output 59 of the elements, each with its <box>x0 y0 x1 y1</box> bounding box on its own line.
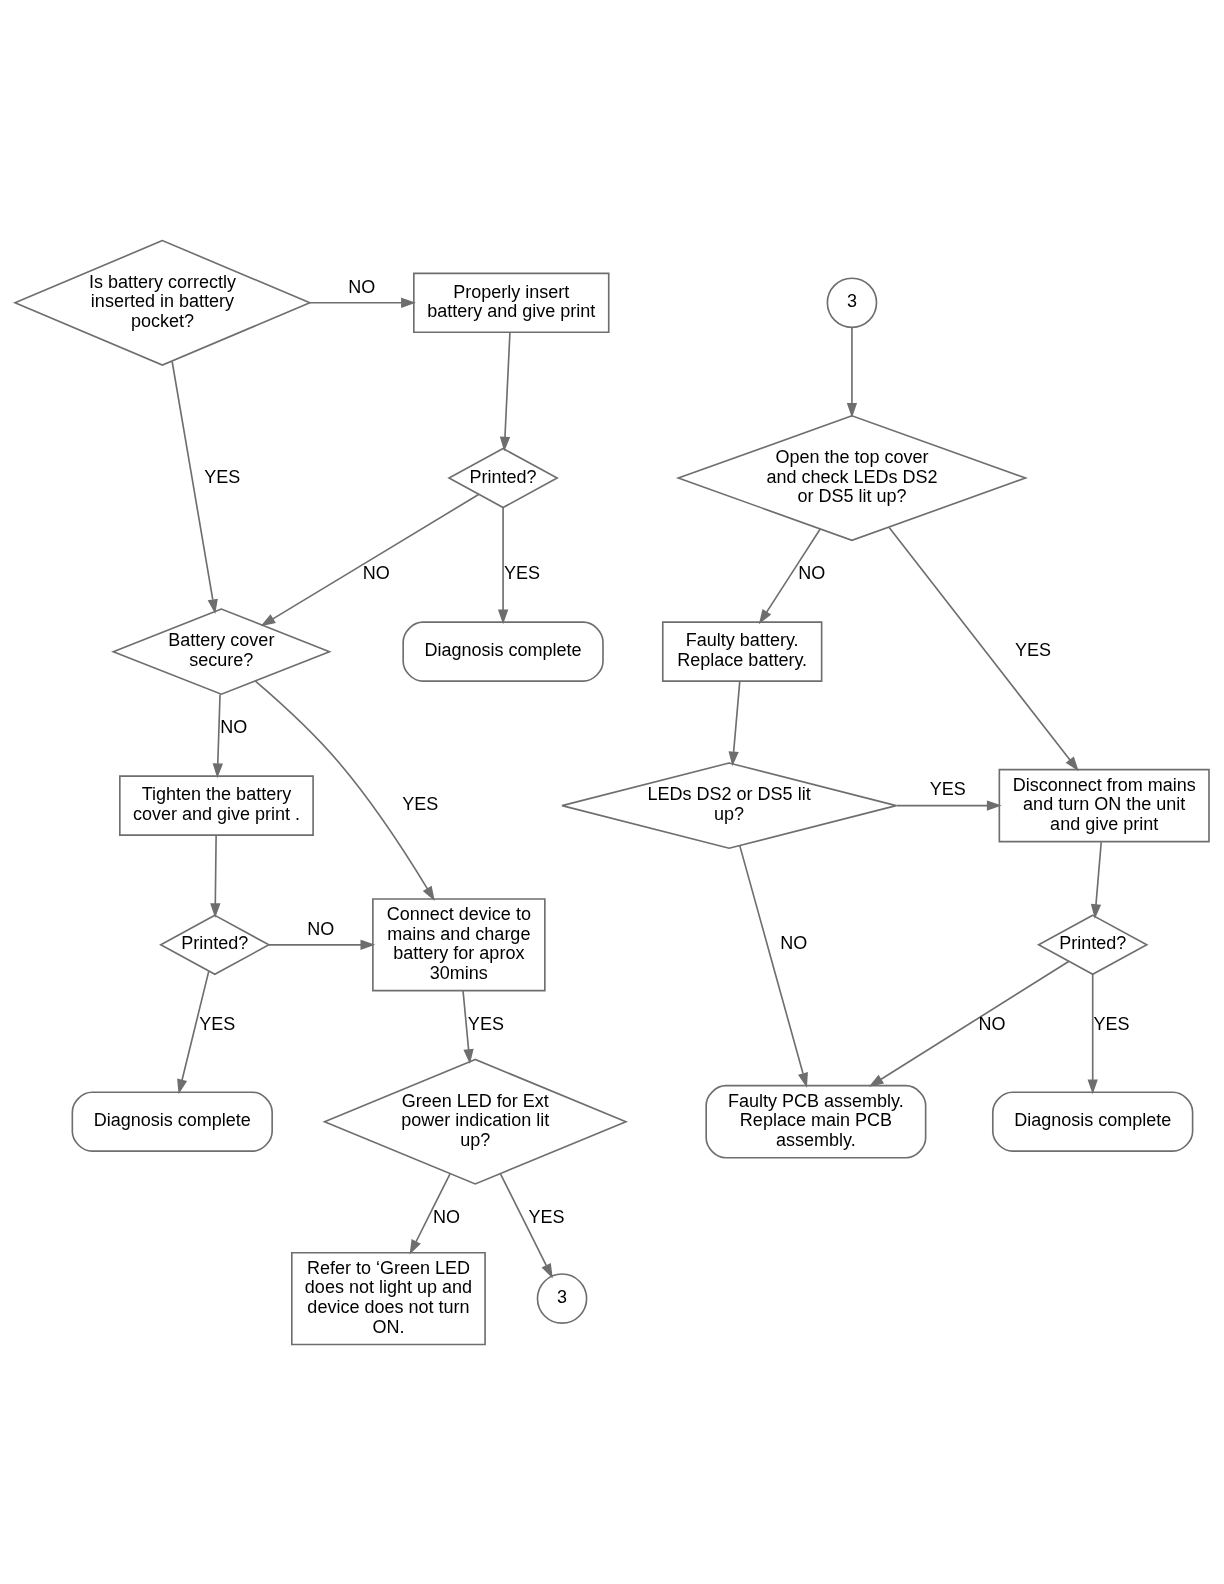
arrow <box>212 693 223 778</box>
edge-label: YES <box>204 466 241 487</box>
node-circle: 3 <box>536 1272 588 1324</box>
edge-label: NO <box>348 276 376 297</box>
edge-label: NO <box>220 716 248 737</box>
node-box: Diagnosis complete <box>402 620 604 682</box>
arrow <box>846 326 858 418</box>
node-box: Properly insert battery and give print <box>413 272 610 333</box>
node-box: Refer to ‘Green LED does not light up and device does not turn ON. <box>291 1251 486 1345</box>
arrow <box>728 680 741 766</box>
edge-label: YES <box>1014 639 1051 660</box>
arrow <box>1087 973 1098 1094</box>
arrow <box>309 297 416 308</box>
node-box: Disconnect from mains and turn ON the unit and give print <box>998 768 1210 842</box>
edge-label: YES <box>402 793 439 814</box>
arrow <box>499 331 511 452</box>
arrow <box>497 506 509 624</box>
arrow <box>268 939 376 950</box>
node-diamond: Is battery correctly inserted in battery pocket? <box>12 239 312 366</box>
node-box: Diagnosis complete <box>991 1090 1194 1152</box>
arrow <box>177 970 210 1094</box>
arrow <box>409 1172 451 1255</box>
edge-label: YES <box>503 562 540 583</box>
node-box: Connect device to mains and charge battery for aprox 30mins <box>372 897 546 991</box>
node-diamond: Printed? <box>159 913 271 975</box>
node-box: Diagnosis complete <box>71 1090 273 1152</box>
node-box: Faulty battery. Replace battery. <box>661 620 823 682</box>
arrow <box>758 527 822 624</box>
node-circle: 3 <box>826 276 878 328</box>
edge-label: YES <box>929 778 966 799</box>
edge-label: NO <box>978 1013 1006 1034</box>
arrow <box>462 989 474 1064</box>
arrow <box>895 799 1002 811</box>
edge-label: NO <box>307 918 335 939</box>
node-diamond: Open the top cover and check LEDs DS2 or DS5 lit up? <box>675 414 1028 541</box>
arrow <box>888 526 1079 771</box>
edge-label: YES <box>467 1013 504 1034</box>
arrow <box>868 960 1070 1087</box>
node-diamond: Battery cover secure? <box>111 607 332 695</box>
edge-label: NO <box>433 1206 461 1227</box>
arrow <box>499 1172 553 1278</box>
node-diamond: Printed? <box>1036 913 1149 975</box>
arrow <box>1090 840 1103 919</box>
arrow <box>171 360 218 614</box>
node-box: Tighten the battery cover and give print . <box>119 774 314 836</box>
edge-label: NO <box>362 562 390 583</box>
node-box: Faulty PCB assembly. Replace main PCB assembly. <box>705 1084 927 1159</box>
edge-label: YES <box>199 1013 236 1034</box>
edge-label: YES <box>528 1206 565 1227</box>
edge-label: YES <box>1093 1013 1130 1034</box>
arrow <box>260 493 480 626</box>
node-diamond: LEDs DS2 or DS5 lit up? <box>561 761 897 849</box>
arrow <box>738 844 808 1088</box>
edge-label: NO <box>798 562 826 583</box>
node-diamond: Printed? <box>447 447 559 508</box>
edge-label: NO <box>780 932 808 953</box>
node-diamond: Green LED for Ext power indication lit up? <box>322 1058 629 1185</box>
arrow <box>210 834 221 918</box>
arrow <box>254 679 435 901</box>
